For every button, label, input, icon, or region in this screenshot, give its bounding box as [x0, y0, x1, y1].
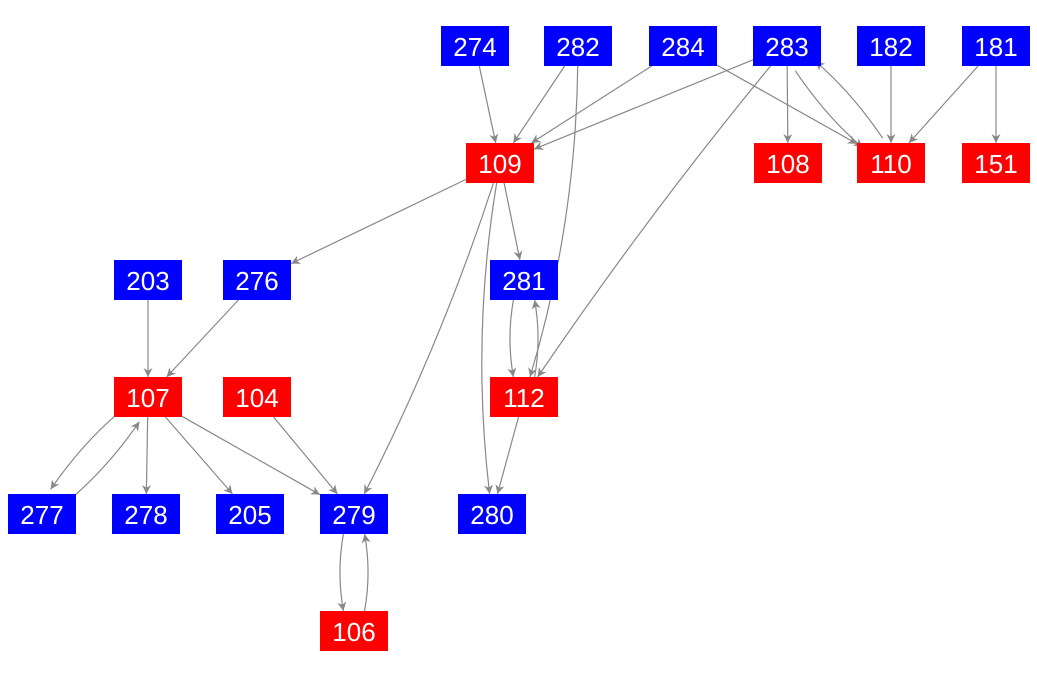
node-label: 276 [235, 266, 278, 296]
node-label: 277 [20, 500, 63, 530]
node-274[interactable]: 274 [441, 26, 509, 66]
node-box [857, 143, 925, 183]
node-label: 108 [766, 149, 809, 179]
node-112[interactable]: 112 [490, 377, 558, 417]
edge-107-to-205 [164, 416, 234, 495]
node-box [649, 26, 717, 66]
node-label: 151 [974, 149, 1017, 179]
node-box [962, 26, 1030, 66]
edge-109-to-276 [290, 178, 467, 265]
edge-276-to-107 [166, 299, 239, 378]
node-label: 284 [661, 32, 704, 62]
edge-112-to-280 [495, 416, 520, 495]
node-box [320, 494, 388, 534]
node-104[interactable]: 104 [223, 377, 291, 417]
node-label: 110 [870, 149, 911, 179]
node-box [466, 143, 534, 183]
edge-282-to-112 [528, 65, 579, 378]
edge-282-to-109 [512, 65, 566, 144]
node-279[interactable]: 279 [320, 494, 388, 534]
node-109[interactable]: 109 [466, 143, 534, 183]
node-box [114, 260, 182, 300]
node-box [441, 26, 509, 66]
edge-283-to-110 [794, 70, 863, 149]
node-107[interactable]: 107 [114, 377, 182, 417]
node-label: 280 [470, 500, 513, 530]
edge-277-to-107 [70, 421, 140, 500]
node-box [490, 260, 558, 300]
node-280[interactable]: 280 [458, 494, 526, 534]
node-box [114, 377, 182, 417]
node-108[interactable]: 108 [754, 143, 822, 183]
node-box [754, 143, 822, 183]
node-box [112, 494, 180, 534]
node-box [223, 260, 291, 300]
edge-112-to-281 [531, 299, 541, 378]
node-label: 203 [126, 266, 169, 296]
edge-283-to-109 [533, 59, 754, 150]
edge-279-to-106 [337, 533, 347, 612]
edge-284-to-109 [530, 65, 653, 144]
edge-109-to-281 [503, 182, 523, 261]
node-box [490, 377, 558, 417]
node-label: 281 [502, 266, 545, 296]
node-205[interactable]: 205 [216, 494, 284, 534]
node-283[interactable]: 283 [753, 26, 821, 66]
nodes-layer: 274 282 284 283 182 181 109 108 110 151 203 276 281 1… [8, 26, 1030, 651]
node-label: 109 [478, 149, 521, 179]
node-label: 106 [332, 617, 375, 647]
node-box [8, 494, 76, 534]
node-281[interactable]: 281 [490, 260, 558, 300]
edge-104-to-279 [273, 416, 338, 495]
node-label: 283 [765, 32, 808, 62]
node-box [544, 26, 612, 66]
node-label: 107 [126, 383, 169, 413]
edge-274-to-109 [478, 65, 499, 144]
node-182[interactable]: 182 [857, 26, 925, 66]
node-label: 181 [974, 32, 1017, 62]
node-276[interactable]: 276 [223, 260, 291, 300]
node-label: 278 [124, 500, 167, 530]
edge-107-to-278 [141, 416, 151, 495]
node-label: 274 [453, 32, 496, 62]
edge-109-to-280 [481, 182, 498, 495]
edge-181-to-110 [908, 65, 979, 144]
node-box [753, 26, 821, 66]
node-box [962, 143, 1030, 183]
node-box [223, 377, 291, 417]
node-label: 104 [235, 383, 278, 413]
node-label: 205 [228, 500, 271, 530]
node-203[interactable]: 203 [114, 260, 182, 300]
node-282[interactable]: 282 [544, 26, 612, 66]
node-278[interactable]: 278 [112, 494, 180, 534]
node-106[interactable]: 106 [320, 611, 388, 651]
node-277[interactable]: 277 [8, 494, 76, 534]
node-label: 112 [503, 383, 544, 413]
node-label: 282 [556, 32, 599, 62]
edges-layer [50, 59, 1001, 612]
edge-283-to-108 [783, 65, 793, 144]
node-box [320, 611, 388, 651]
edge-106-to-279 [361, 533, 371, 612]
edge-283-to-112 [537, 65, 772, 378]
node-181[interactable]: 181 [962, 26, 1030, 66]
edge-109-to-279 [363, 182, 495, 495]
edge-107-to-277 [50, 411, 120, 490]
edge-110-to-283 [815, 60, 884, 139]
node-box [857, 26, 925, 66]
node-label: 182 [869, 32, 912, 62]
edge-107-to-279 [181, 415, 321, 496]
node-label: 279 [332, 500, 375, 530]
node-box [458, 494, 526, 534]
edge-281-to-112 [507, 299, 517, 378]
node-284[interactable]: 284 [649, 26, 717, 66]
node-151[interactable]: 151 [962, 143, 1030, 183]
node-box [216, 494, 284, 534]
node-110[interactable]: 110 [857, 143, 925, 183]
